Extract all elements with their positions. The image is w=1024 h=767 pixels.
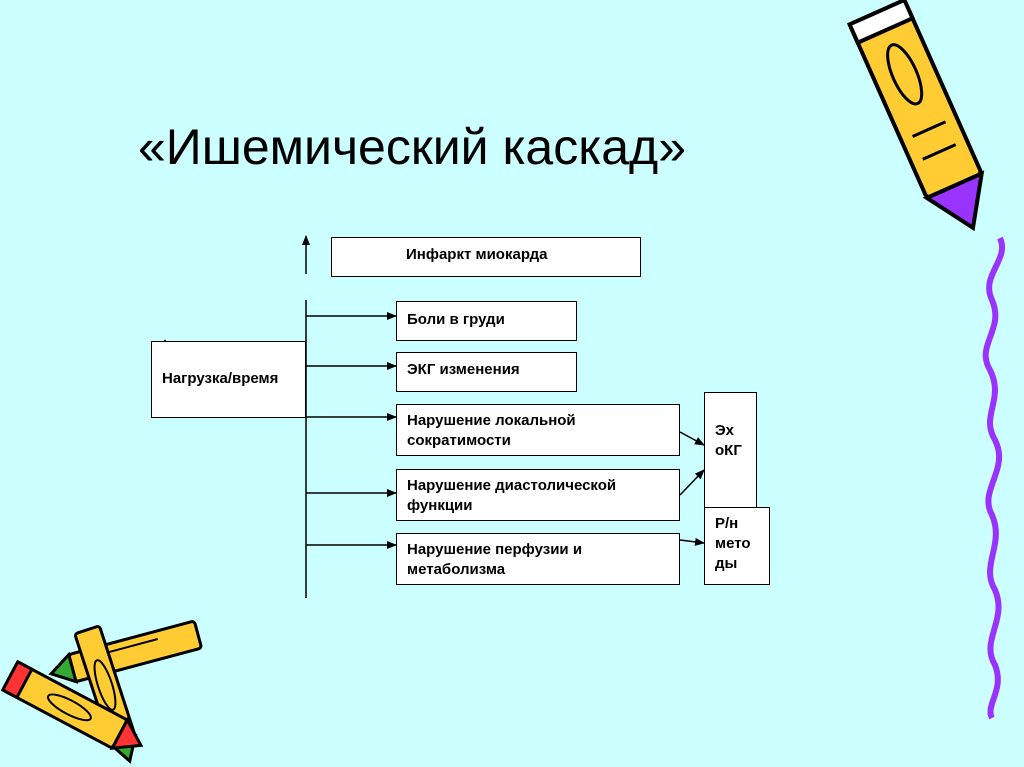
radionuclide-label: Р/н мето ды bbox=[715, 515, 751, 572]
chest-pain-box: Боли в груди bbox=[396, 301, 577, 341]
pencil-bottom-left-3-icon bbox=[0, 659, 144, 751]
pencil-top-right-icon bbox=[846, 0, 985, 232]
echo-label: Эх оКГ bbox=[715, 422, 742, 459]
local-contractility-label: Нарушение локальной сократимости bbox=[407, 412, 576, 449]
slide-title: «Ишемический каскад» bbox=[138, 119, 686, 175]
perfusion-label: Нарушение перфузии и метаболизма bbox=[407, 541, 583, 578]
pencil-bottom-left-1-icon bbox=[48, 620, 203, 684]
load-time-box: Нагрузка/время bbox=[151, 341, 306, 418]
infarct-box: Инфаркт миокарда bbox=[331, 237, 641, 277]
infarct-label: Инфаркт миокарда bbox=[406, 246, 548, 263]
load-time-label: Нагрузка/время bbox=[162, 370, 279, 387]
ecg-label: ЭКГ изменения bbox=[407, 361, 520, 378]
perfusion-box: Нарушение перфузии и метаболизма bbox=[396, 533, 680, 585]
radionuclide-box: Р/н мето ды bbox=[704, 507, 770, 585]
scribble-line-icon bbox=[982, 236, 1005, 720]
arrow-to-echo-2 bbox=[679, 469, 705, 496]
ecg-box: ЭКГ изменения bbox=[396, 352, 577, 392]
diastolic-label: Нарушение диастолической функции bbox=[407, 477, 617, 514]
arrow-to-echo-1 bbox=[679, 431, 705, 446]
arrow-to-radionuclide bbox=[679, 537, 705, 546]
diastolic-box: Нарушение диастолической функции bbox=[396, 469, 680, 521]
local-contractility-box: Нарушение локальной сократимости bbox=[396, 404, 680, 456]
chest-pain-label: Боли в груди bbox=[407, 311, 505, 328]
echo-box: Эх оКГ bbox=[704, 392, 757, 510]
